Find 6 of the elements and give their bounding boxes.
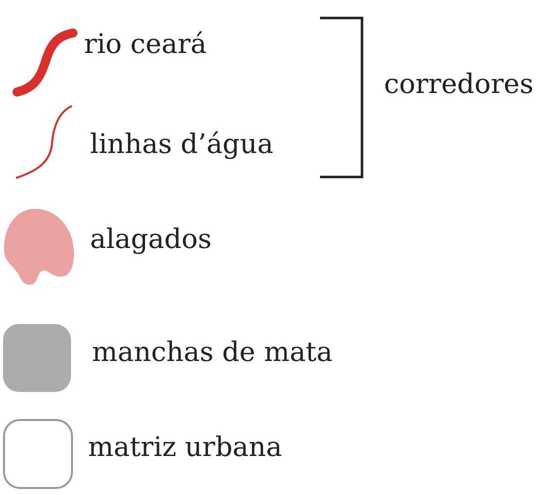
legend-label: alagados	[90, 225, 212, 255]
legend-label: matriz urbana	[88, 433, 282, 463]
legend-label: manchas de mata	[92, 338, 333, 368]
legend-label: linhas d’água	[90, 130, 274, 160]
group-label: corredores	[384, 70, 534, 100]
legend-label: rio ceará	[84, 30, 207, 60]
